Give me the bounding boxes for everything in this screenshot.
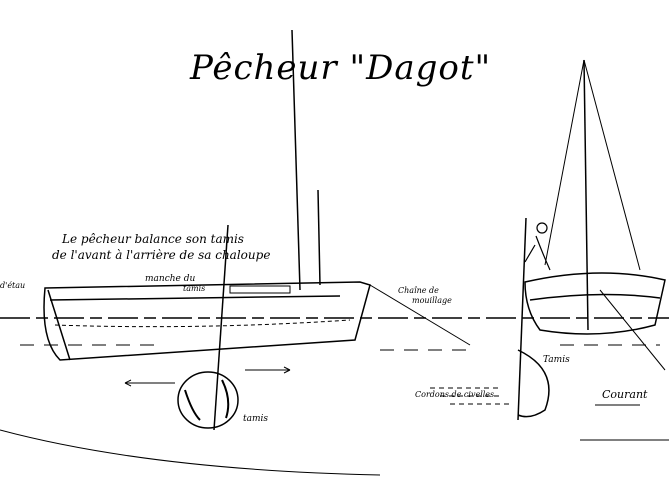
caption-line-1: Le pêcheur balance son tamis (62, 232, 244, 246)
caption-line-2: de l'avant à l'arrière de sa chaloupe (52, 248, 271, 262)
diagram-title: Pêcheur "Dagot" (190, 48, 492, 88)
fisherman-head (536, 222, 548, 234)
left-mast (291, 29, 301, 291)
left-tamis-net (177, 371, 239, 429)
cordons-label: Cordons de civelles (415, 390, 495, 399)
right-mast (583, 59, 589, 331)
courant-label: Courant (602, 388, 648, 401)
manche-label-2: tamis (183, 284, 206, 293)
left-tamis-pole (213, 224, 229, 431)
etau-label: d'étau (0, 281, 26, 290)
left-boat (43, 29, 371, 361)
right-boat (524, 59, 666, 371)
motion-arrows (124, 366, 291, 387)
chaine-label-1: Chaîne de (398, 286, 439, 295)
fisherman-body (524, 235, 551, 271)
tamis-left-label: tamis (243, 414, 269, 424)
anchor-chain (369, 284, 471, 346)
chaine-label-2: mouillage (412, 296, 452, 305)
tamis-right-label: Tamis (543, 355, 570, 365)
eel-lines (430, 387, 510, 405)
right-tamis-net (517, 349, 550, 418)
manche-label-1: manche du (145, 274, 196, 284)
right-tamis-pole (517, 217, 527, 421)
